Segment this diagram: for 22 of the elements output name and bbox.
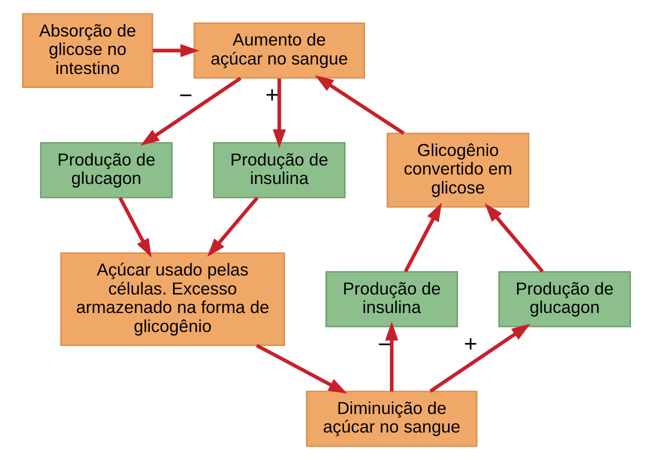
node-box: Produção de glucagon	[498, 271, 630, 328]
node-box: Absorção de glicose no intestino	[22, 13, 153, 88]
edge-label: −	[178, 82, 192, 108]
arrow	[484, 203, 544, 273]
arrow	[206, 196, 258, 257]
arrow	[255, 344, 347, 394]
arrow	[314, 75, 404, 135]
node-box: Diminuição de açúcar no sangue	[305, 390, 477, 447]
node-box: Produção de insulina	[324, 271, 458, 328]
edge-label: +	[463, 330, 477, 357]
node-box: Aumento de açúcar no sangue	[193, 22, 365, 79]
node-box: Produção de insulina	[212, 142, 346, 198]
arrow	[140, 76, 241, 146]
node-box: Glicogênio convertido em glicose	[386, 132, 529, 208]
arrow	[118, 196, 152, 258]
arrow	[428, 324, 530, 393]
node-box: Produção de glucagon	[40, 142, 172, 198]
arrow	[152, 44, 199, 58]
arrow	[384, 322, 398, 392]
arrow	[272, 78, 286, 148]
arrow	[403, 202, 442, 272]
node-box: Açúcar usado pelas células. Excesso armazenado na forma de glicogênio	[60, 252, 285, 346]
